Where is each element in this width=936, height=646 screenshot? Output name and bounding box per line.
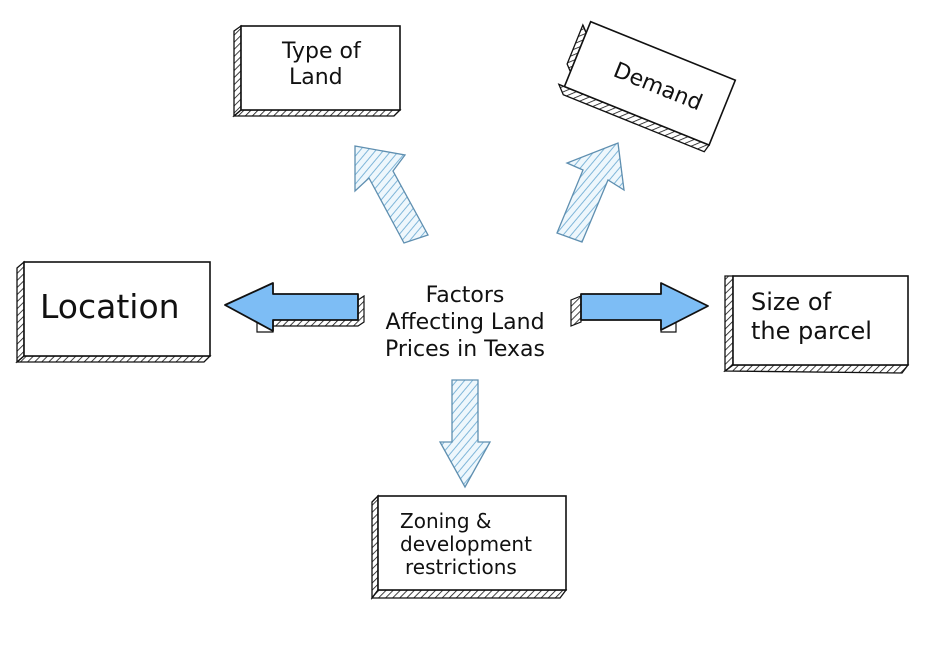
zoning-line-3: restrictions [405,555,517,579]
zoning-line-1: Zoning & [400,509,492,533]
arrow-to-demand [556,142,625,243]
center-title: Factors Affecting Land Prices in Texas [385,283,545,362]
arrow-to-size-of-parcel [570,282,709,333]
arrow-to-type-of-land [354,145,429,244]
location-label: Location [40,287,180,326]
arrow-to-zoning [438,379,492,489]
type-of-land-line-2: Land [289,65,343,90]
demand-box: Demand [557,20,737,153]
size-of-parcel-line-1: Size of [751,288,832,316]
arrow-to-location [224,282,365,333]
center-title-line-1: Factors [426,283,505,308]
type-of-land-box: Type of Land [232,24,402,118]
zoning-box: Zoning & development restrictions [370,494,568,600]
type-of-land-line-1: Type of [281,39,362,64]
zoning-line-2: development [400,532,532,556]
center-title-line-3: Prices in Texas [385,337,545,362]
size-of-parcel-box: Size of the parcel [723,275,910,374]
location-box: Location [15,260,212,364]
center-title-line-2: Affecting Land [385,310,544,335]
size-of-parcel-line-2: the parcel [751,317,872,345]
